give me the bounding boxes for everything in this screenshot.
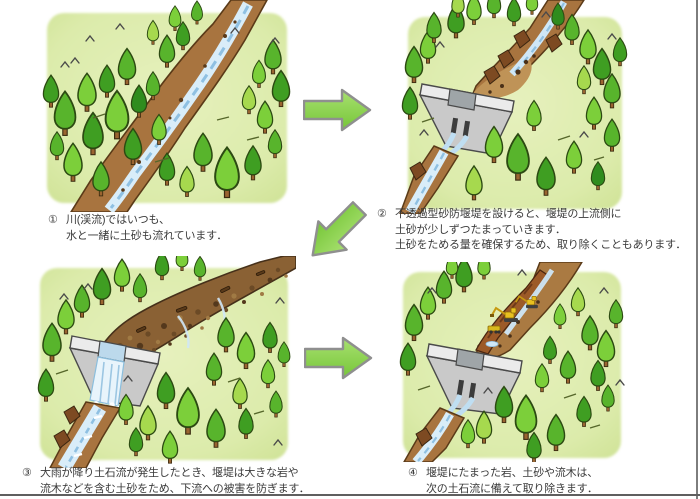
river-channel-upstream — [475, 262, 583, 360]
caption-4-line-2: 次の土石流に備えて取り除きます． — [426, 482, 598, 495]
rocks — [488, 54, 536, 94]
dam-spillway-notch — [455, 348, 485, 371]
flow-arrow-2-down-left-icon — [304, 200, 368, 264]
dam-drain-slots — [456, 379, 477, 399]
rocky-banks — [483, 29, 563, 85]
sabo-dam — [68, 335, 161, 411]
caption-1-number: ① — [48, 214, 58, 226]
caption-1: ① 川(渓流)ではいつも、 水と一緒に土砂も流れています． — [48, 213, 227, 244]
dam-drain-slots — [450, 117, 471, 137]
grass-strokes — [55, 369, 265, 415]
caption-1-line-1: 川(渓流)ではいつも、 — [66, 214, 170, 226]
debris-flow-mass — [96, 256, 296, 362]
driftwood-logs — [136, 270, 266, 333]
river-channel-downstream — [49, 401, 122, 468]
caption-4-number: ④ — [408, 467, 418, 479]
bottom-frame-edge — [0, 494, 700, 496]
grass-strokes — [421, 117, 605, 161]
river-channel-downstream — [399, 145, 460, 214]
caption-3-line-1: 大雨が降り土石流が発生したとき、堰堤は大きな岩や — [40, 467, 299, 479]
caption-3-number: ③ — [22, 467, 32, 479]
caption-2-line-1: 不透過型砂防堰堤を設けると、堰堤の上流側に — [395, 208, 622, 220]
caption-3-line-2: 流木などを含む土砂をため、下流への被害を防ぎます． — [40, 482, 310, 495]
caption-2-line-2: 土砂が少しずつたまっていきます． — [395, 223, 566, 236]
panel-2-illustration — [399, 0, 628, 214]
panel-3-illustration — [37, 256, 296, 468]
panel-1-illustration — [42, 0, 291, 212]
river-channel-downstream — [403, 407, 466, 462]
flow-arrow-1-right-icon — [303, 88, 372, 132]
caption-2-number: ② — [377, 208, 387, 220]
flow-arrow-3-right-icon — [304, 336, 373, 380]
grass-strokes — [417, 385, 601, 429]
panel-4-illustration — [399, 262, 625, 462]
river-channel — [70, 0, 268, 212]
caption-1-line-2: 水と一緒に土砂も流れています． — [66, 229, 228, 242]
caption-2-line-3: 土砂をためる量を確保するため、取り除くこともあります． — [395, 239, 687, 251]
dump-truck — [487, 325, 501, 334]
excavator-2 — [515, 295, 538, 309]
right-frame-edge — [696, 0, 698, 499]
caption-4-line-1: 堰堤にたまった岩、土砂や流木は、 — [426, 467, 599, 479]
excavator — [490, 306, 518, 322]
dam-spillway-notch — [447, 88, 477, 111]
caption-4: ④ 堰堤にたまった岩、土砂や流木は、 次の土石流に備えて取り除きます． — [408, 466, 598, 497]
stream-water — [104, 1, 253, 212]
caption-3: ③ 大雨が降り土石流が発生したとき、堰堤は大きな岩や 流木などを含む土砂をため、… — [22, 466, 310, 497]
caption-2: ② 不透過型砂防堰堤を設けると、堰堤の上流側に 土砂が少しずつたまっていきます．… — [377, 207, 686, 254]
grass-strokes — [92, 113, 260, 163]
